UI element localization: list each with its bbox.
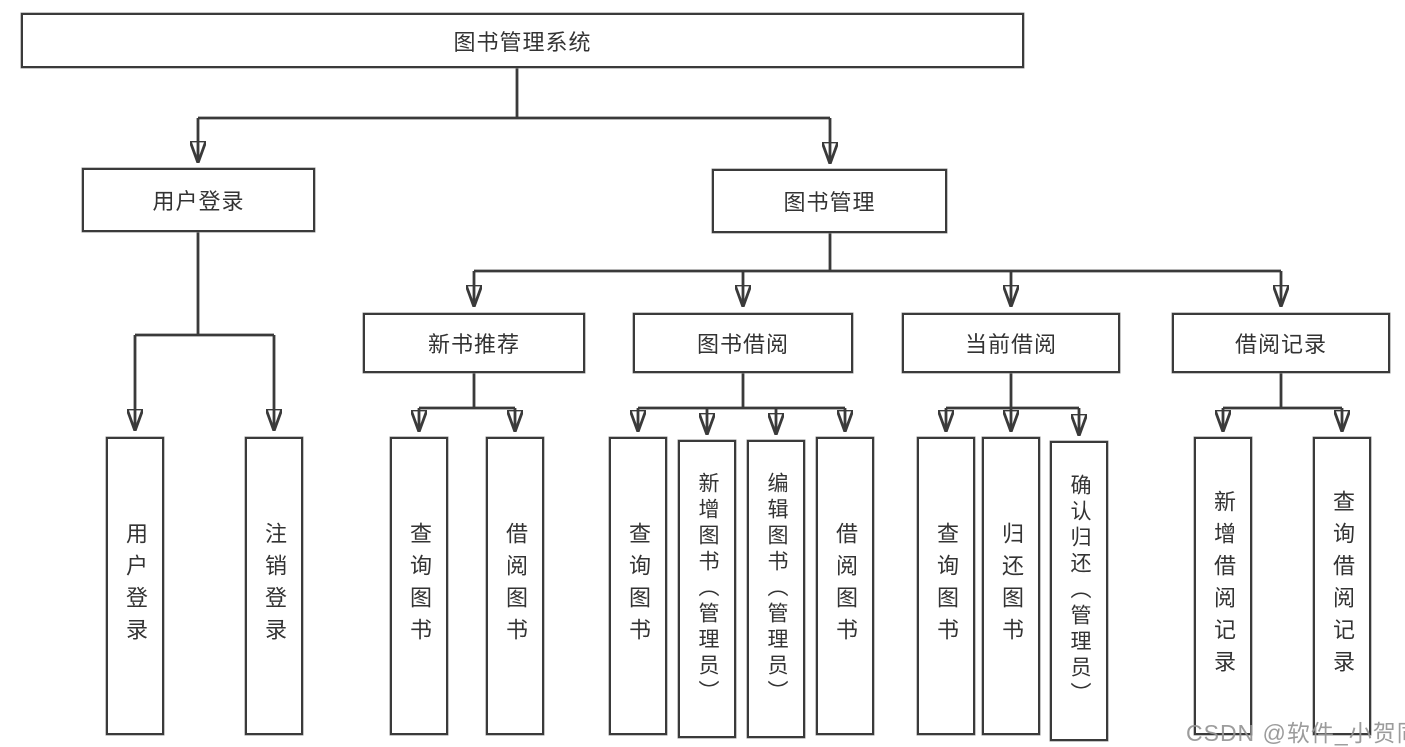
node-current-borrowing-label: 当前借阅 <box>964 332 1057 357</box>
csdn-watermark: CSDN @软件_小贺同学 <box>1186 720 1405 746</box>
leaf-cb-return-books-label: 归还图书 <box>999 522 1024 650</box>
leaf-bb-edit-books-admin: 编辑图书（管理员） <box>747 440 805 738</box>
node-book-borrowing: 图书借阅 <box>633 313 853 373</box>
leaf-nb-query-books-label: 查询图书 <box>407 522 432 650</box>
leaf-bb-query-books-label: 查询图书 <box>626 522 651 650</box>
leaf-cb-query-books-label: 查询图书 <box>934 522 959 650</box>
node-borrowing-records: 借阅记录 <box>1172 313 1390 373</box>
node-book-management: 图书管理 <box>712 169 947 233</box>
leaf-bb-query-books: 查询图书 <box>609 437 667 735</box>
node-book-borrowing-label: 图书借阅 <box>696 332 789 357</box>
leaf-user-login-label: 用户登录 <box>123 522 148 650</box>
leaf-cb-return-books: 归还图书 <box>982 437 1040 735</box>
node-book-management-label: 图书管理 <box>783 190 876 215</box>
leaf-cb-query-books: 查询图书 <box>917 437 975 735</box>
leaf-rec-query-record: 查询借阅记录 <box>1313 437 1371 735</box>
node-user-login: 用户登录 <box>82 168 315 232</box>
leaf-logout-label: 注销登录 <box>262 522 287 650</box>
leaf-rec-add-record: 新增借阅记录 <box>1194 437 1252 735</box>
leaf-user-login: 用户登录 <box>106 437 164 735</box>
leaf-bb-add-books-admin: 新增图书（管理员） <box>678 440 736 738</box>
leaf-bb-edit-books-admin-label: 编辑图书（管理员） <box>765 472 788 706</box>
node-root: 图书管理系统 <box>21 13 1024 68</box>
leaf-nb-borrow-books-label: 借阅图书 <box>503 522 528 650</box>
leaf-bb-borrow-books-label: 借阅图书 <box>833 522 858 650</box>
node-user-login-label: 用户登录 <box>152 189 245 214</box>
leaf-cb-confirm-return-admin-label: 确认归还（管理员） <box>1068 474 1091 708</box>
leaf-bb-add-books-admin-label: 新增图书（管理员） <box>696 472 719 706</box>
node-new-book-recommend: 新书推荐 <box>363 313 585 373</box>
leaf-nb-borrow-books: 借阅图书 <box>486 437 544 735</box>
node-borrowing-records-label: 借阅记录 <box>1234 332 1327 357</box>
node-root-label: 图书管理系统 <box>453 29 592 55</box>
leaf-cb-confirm-return-admin: 确认归还（管理员） <box>1050 441 1108 741</box>
leaf-nb-query-books: 查询图书 <box>390 437 448 735</box>
node-new-book-recommend-label: 新书推荐 <box>427 332 520 357</box>
leaf-logout: 注销登录 <box>245 437 303 735</box>
leaf-bb-borrow-books: 借阅图书 <box>816 437 874 735</box>
node-current-borrowing: 当前借阅 <box>902 313 1120 373</box>
leaf-rec-add-record-label: 新增借阅记录 <box>1211 490 1236 682</box>
leaf-rec-query-record-label: 查询借阅记录 <box>1330 490 1355 682</box>
